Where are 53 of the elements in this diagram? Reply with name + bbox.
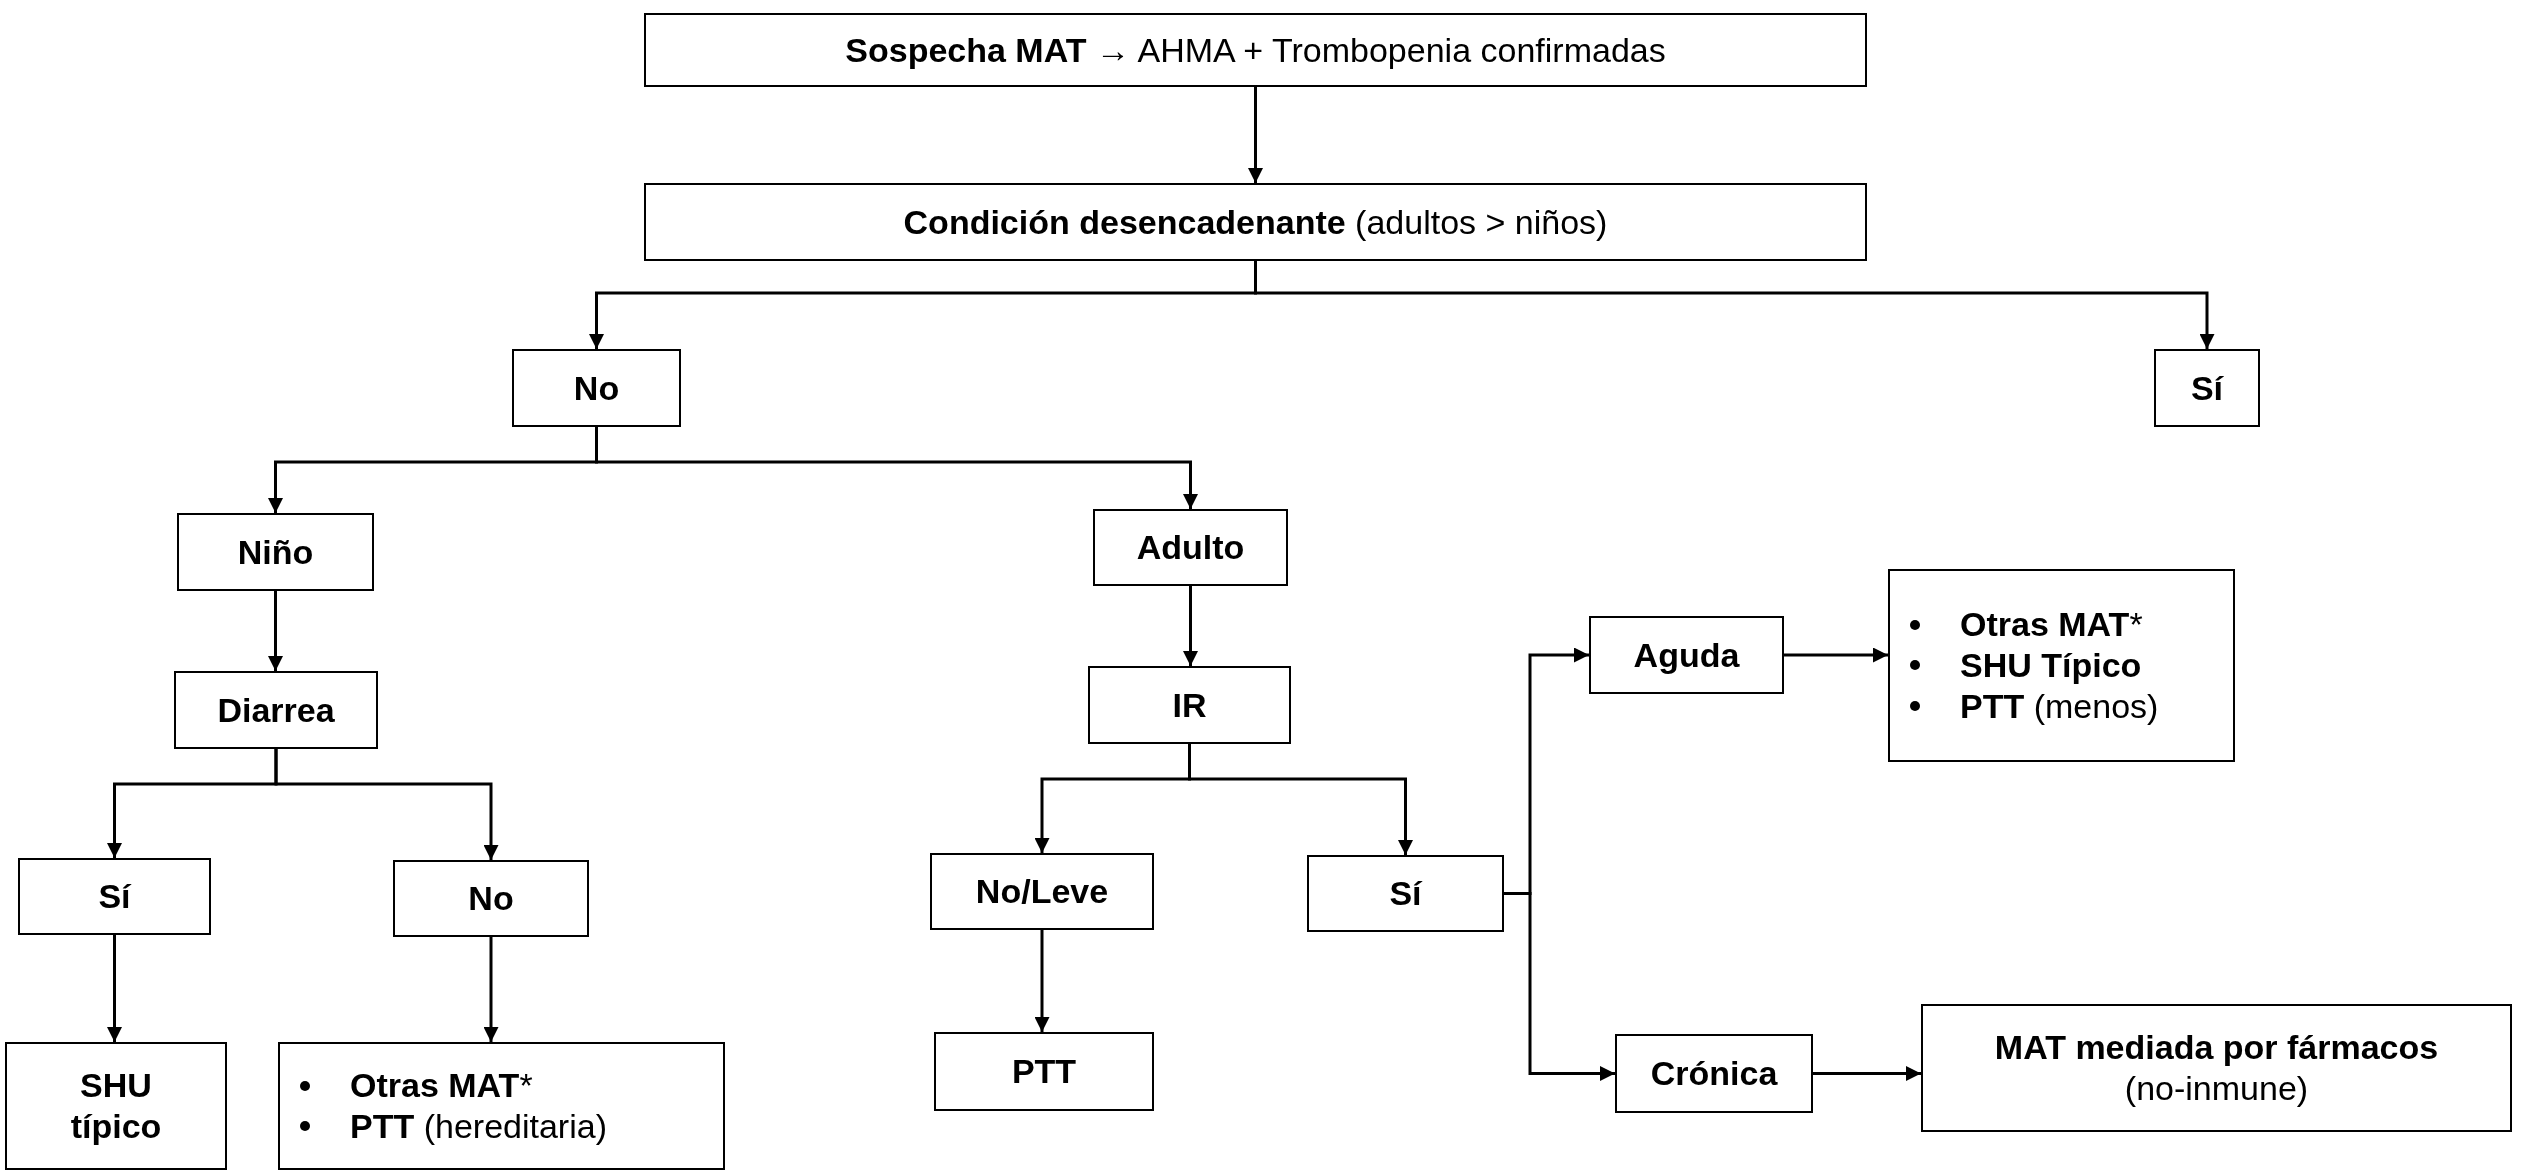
- box-text: Sospecha MAT → AHMA + Trombopenia confirmadas: [845, 29, 1666, 71]
- box-text: IR: [1172, 684, 1207, 726]
- box-text: Sí: [98, 876, 131, 917]
- process-box: [644, 183, 1867, 261]
- list-item-text: PTT (hereditaria): [350, 1106, 607, 1147]
- box-text: Condición desencadenante (adultos > niños): [903, 201, 1608, 243]
- arrow: [107, 935, 122, 1042]
- list-item-text: PTT (menos): [1960, 685, 2159, 727]
- decision-box: [512, 349, 681, 427]
- decision-box: [1615, 1034, 1813, 1113]
- arrow: [274, 749, 499, 860]
- process-box: [644, 13, 1867, 87]
- box-text: (no-inmune): [2124, 1068, 2309, 1109]
- arrow: [483, 937, 499, 1042]
- process-box: [1921, 1004, 2512, 1132]
- box-text: Sí: [2190, 367, 2224, 409]
- list-item-text: Otras MAT*: [350, 1065, 533, 1106]
- result-box: [1888, 569, 2235, 762]
- box-text: No: [573, 367, 620, 409]
- decision-box: [1093, 509, 1288, 586]
- arrow: [1784, 647, 1888, 663]
- arrow: [268, 591, 283, 671]
- arrow: [1504, 892, 1615, 1081]
- decision-box: [393, 860, 589, 937]
- decision-box: [934, 1032, 1154, 1111]
- box-text: Crónica: [1650, 1053, 1778, 1094]
- box-text: MAT mediada por fármacos: [1994, 1027, 2439, 1068]
- box-text: No/Leve: [975, 871, 1109, 912]
- box-text: SHU típico: [69, 1065, 163, 1147]
- decision-box: [5, 1042, 227, 1170]
- decision-box: [177, 513, 374, 591]
- arrow: [1813, 1066, 1921, 1081]
- box-text: Adulto: [1136, 527, 1245, 568]
- box-text: Niño: [237, 531, 314, 573]
- decision-box: [174, 671, 378, 749]
- decision-box: [930, 853, 1154, 930]
- result-box: [278, 1042, 725, 1170]
- arrow: [1034, 930, 1050, 1032]
- decision-box: [1589, 616, 1784, 694]
- arrow: [1188, 744, 1413, 855]
- decision-box: [2154, 349, 2260, 427]
- list-item-text: Otras MAT*: [1960, 604, 2143, 646]
- arrow: [1183, 586, 1198, 666]
- box-text: No: [468, 878, 514, 919]
- list-item-text: SHU Típico: [1960, 645, 2142, 686]
- decision-box: [18, 858, 211, 935]
- box-text: Diarrea: [217, 689, 335, 731]
- arrow: [1248, 87, 1263, 183]
- decision-box: [1307, 855, 1504, 932]
- box-text: PTT: [1011, 1051, 1077, 1092]
- box-text: Sí: [1389, 873, 1422, 914]
- decision-box: [1088, 666, 1291, 744]
- box-text: Aguda: [1633, 634, 1740, 676]
